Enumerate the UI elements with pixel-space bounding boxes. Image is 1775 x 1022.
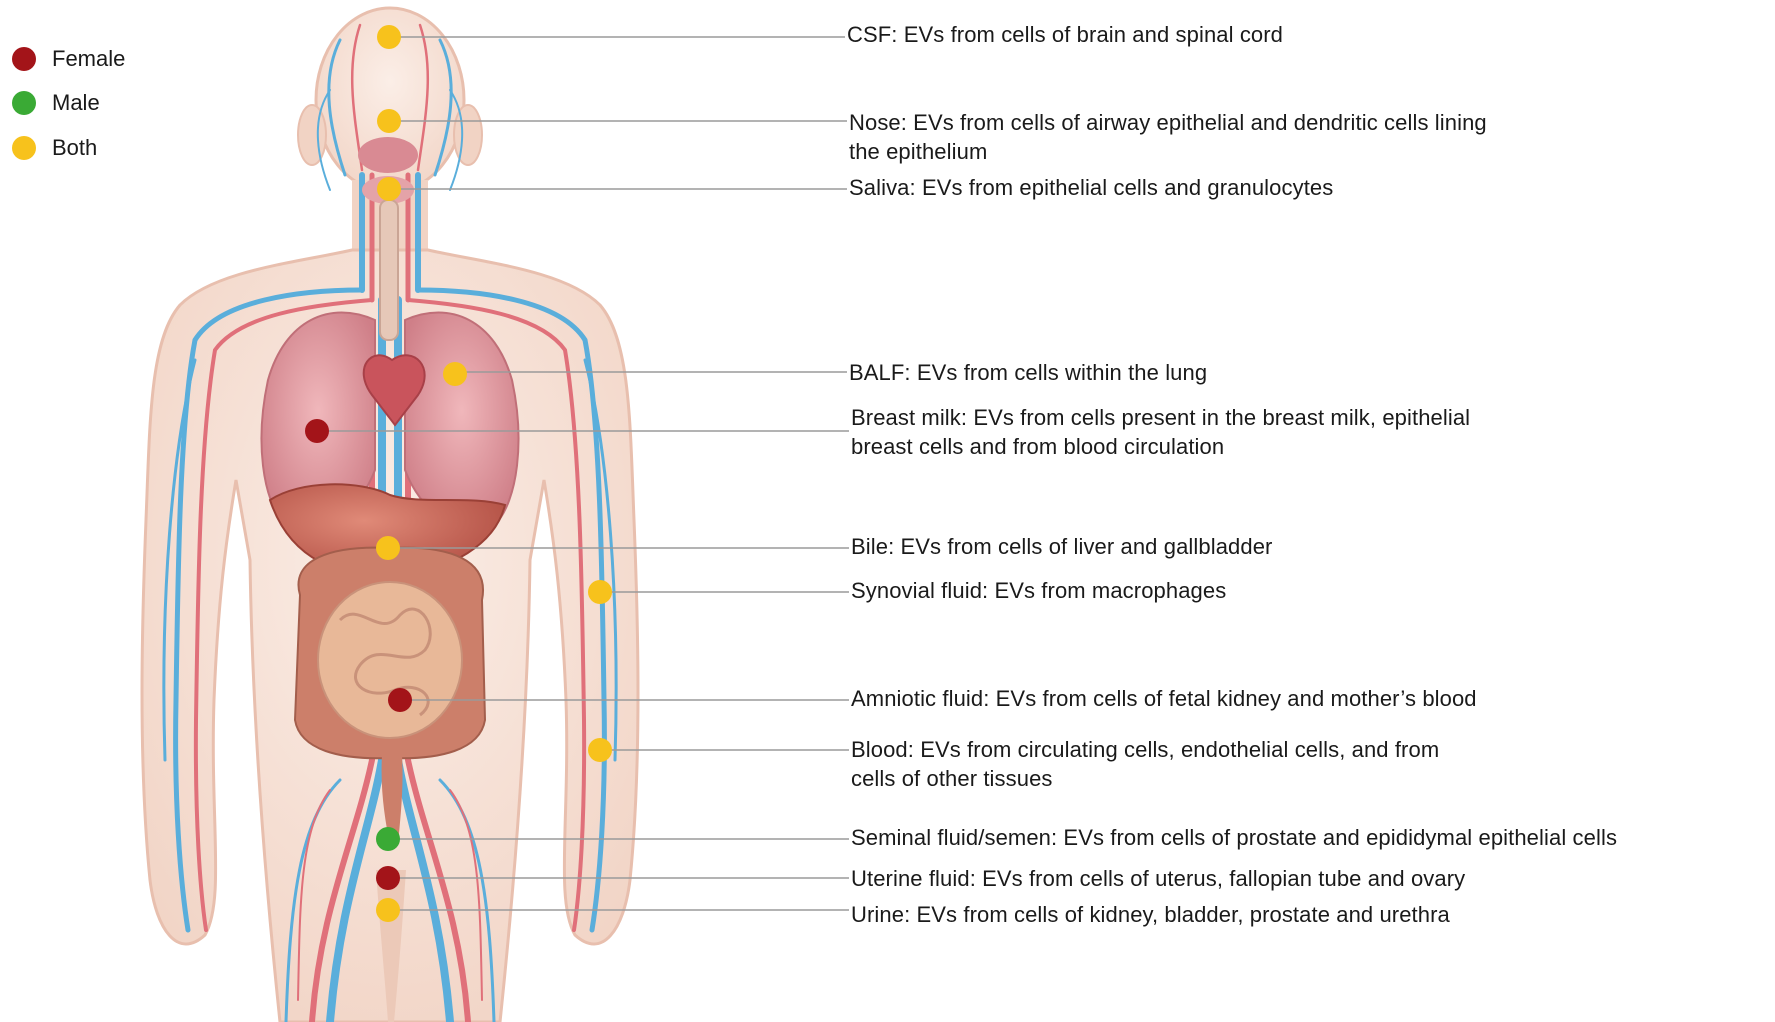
marker-dot-seminal bbox=[376, 827, 400, 851]
annotation-line: Bile: EVs from cells of liver and gallbl… bbox=[851, 532, 1272, 561]
annotation-breast-milk: Breast milk: EVs from cells present in t… bbox=[851, 403, 1470, 461]
legend-item-male: Male bbox=[12, 89, 100, 117]
legend-label: Both bbox=[52, 135, 97, 161]
annotation-amniotic: Amniotic fluid: EVs from cells of fetal … bbox=[851, 684, 1477, 713]
annotation-line: breast cells and from blood circulation bbox=[851, 432, 1470, 461]
marker-dot-urine bbox=[376, 898, 400, 922]
annotation-line: Nose: EVs from cells of airway epithelia… bbox=[849, 108, 1487, 137]
marker-dot-csf bbox=[377, 25, 401, 49]
marker-dot-breast-milk bbox=[305, 419, 329, 443]
marker-dot-saliva bbox=[377, 177, 401, 201]
annotation-line: CSF: EVs from cells of brain and spinal … bbox=[847, 20, 1283, 49]
marker-dot-uterine bbox=[376, 866, 400, 890]
annotation-line: cells of other tissues bbox=[851, 764, 1439, 793]
annotation-saliva: Saliva: EVs from epithelial cells and gr… bbox=[849, 173, 1333, 202]
annotation-line: Blood: EVs from circulating cells, endot… bbox=[851, 735, 1439, 764]
annotation-line: BALF: EVs from cells within the lung bbox=[849, 358, 1207, 387]
legend-item-female: Female bbox=[12, 45, 125, 73]
annotation-line: the epithelium bbox=[849, 137, 1487, 166]
marker-dot-synovial bbox=[588, 580, 612, 604]
annotation-csf: CSF: EVs from cells of brain and spinal … bbox=[847, 20, 1283, 49]
male-dot-icon bbox=[12, 91, 36, 115]
female-dot-icon bbox=[12, 47, 36, 71]
marker-dot-nose bbox=[377, 109, 401, 133]
legend-item-both: Both bbox=[12, 134, 97, 162]
annotation-urine: Urine: EVs from cells of kidney, bladder… bbox=[851, 900, 1450, 929]
annotation-line: Urine: EVs from cells of kidney, bladder… bbox=[851, 900, 1450, 929]
annotation-seminal: Seminal fluid/semen: EVs from cells of p… bbox=[851, 823, 1617, 852]
both-dot-icon bbox=[12, 136, 36, 160]
marker-dot-balf bbox=[443, 362, 467, 386]
marker-dot-bile bbox=[376, 536, 400, 560]
annotation-bile: Bile: EVs from cells of liver and gallbl… bbox=[851, 532, 1272, 561]
marker-dot-blood bbox=[588, 738, 612, 762]
annotation-blood: Blood: EVs from circulating cells, endot… bbox=[851, 735, 1439, 793]
annotation-synovial: Synovial fluid: EVs from macrophages bbox=[851, 576, 1226, 605]
marker-dot-amniotic bbox=[388, 688, 412, 712]
annotation-line: Synovial fluid: EVs from macrophages bbox=[851, 576, 1226, 605]
annotation-line: Breast milk: EVs from cells present in t… bbox=[851, 403, 1470, 432]
annotation-nose: Nose: EVs from cells of airway epithelia… bbox=[849, 108, 1487, 166]
annotation-line: Amniotic fluid: EVs from cells of fetal … bbox=[851, 684, 1477, 713]
annotation-uterine: Uterine fluid: EVs from cells of uterus,… bbox=[851, 864, 1465, 893]
annotation-line: Saliva: EVs from epithelial cells and gr… bbox=[849, 173, 1333, 202]
annotation-balf: BALF: EVs from cells within the lung bbox=[849, 358, 1207, 387]
legend-label: Female bbox=[52, 46, 125, 72]
annotation-line: Seminal fluid/semen: EVs from cells of p… bbox=[851, 823, 1617, 852]
annotation-line: Uterine fluid: EVs from cells of uterus,… bbox=[851, 864, 1465, 893]
legend-label: Male bbox=[52, 90, 100, 116]
